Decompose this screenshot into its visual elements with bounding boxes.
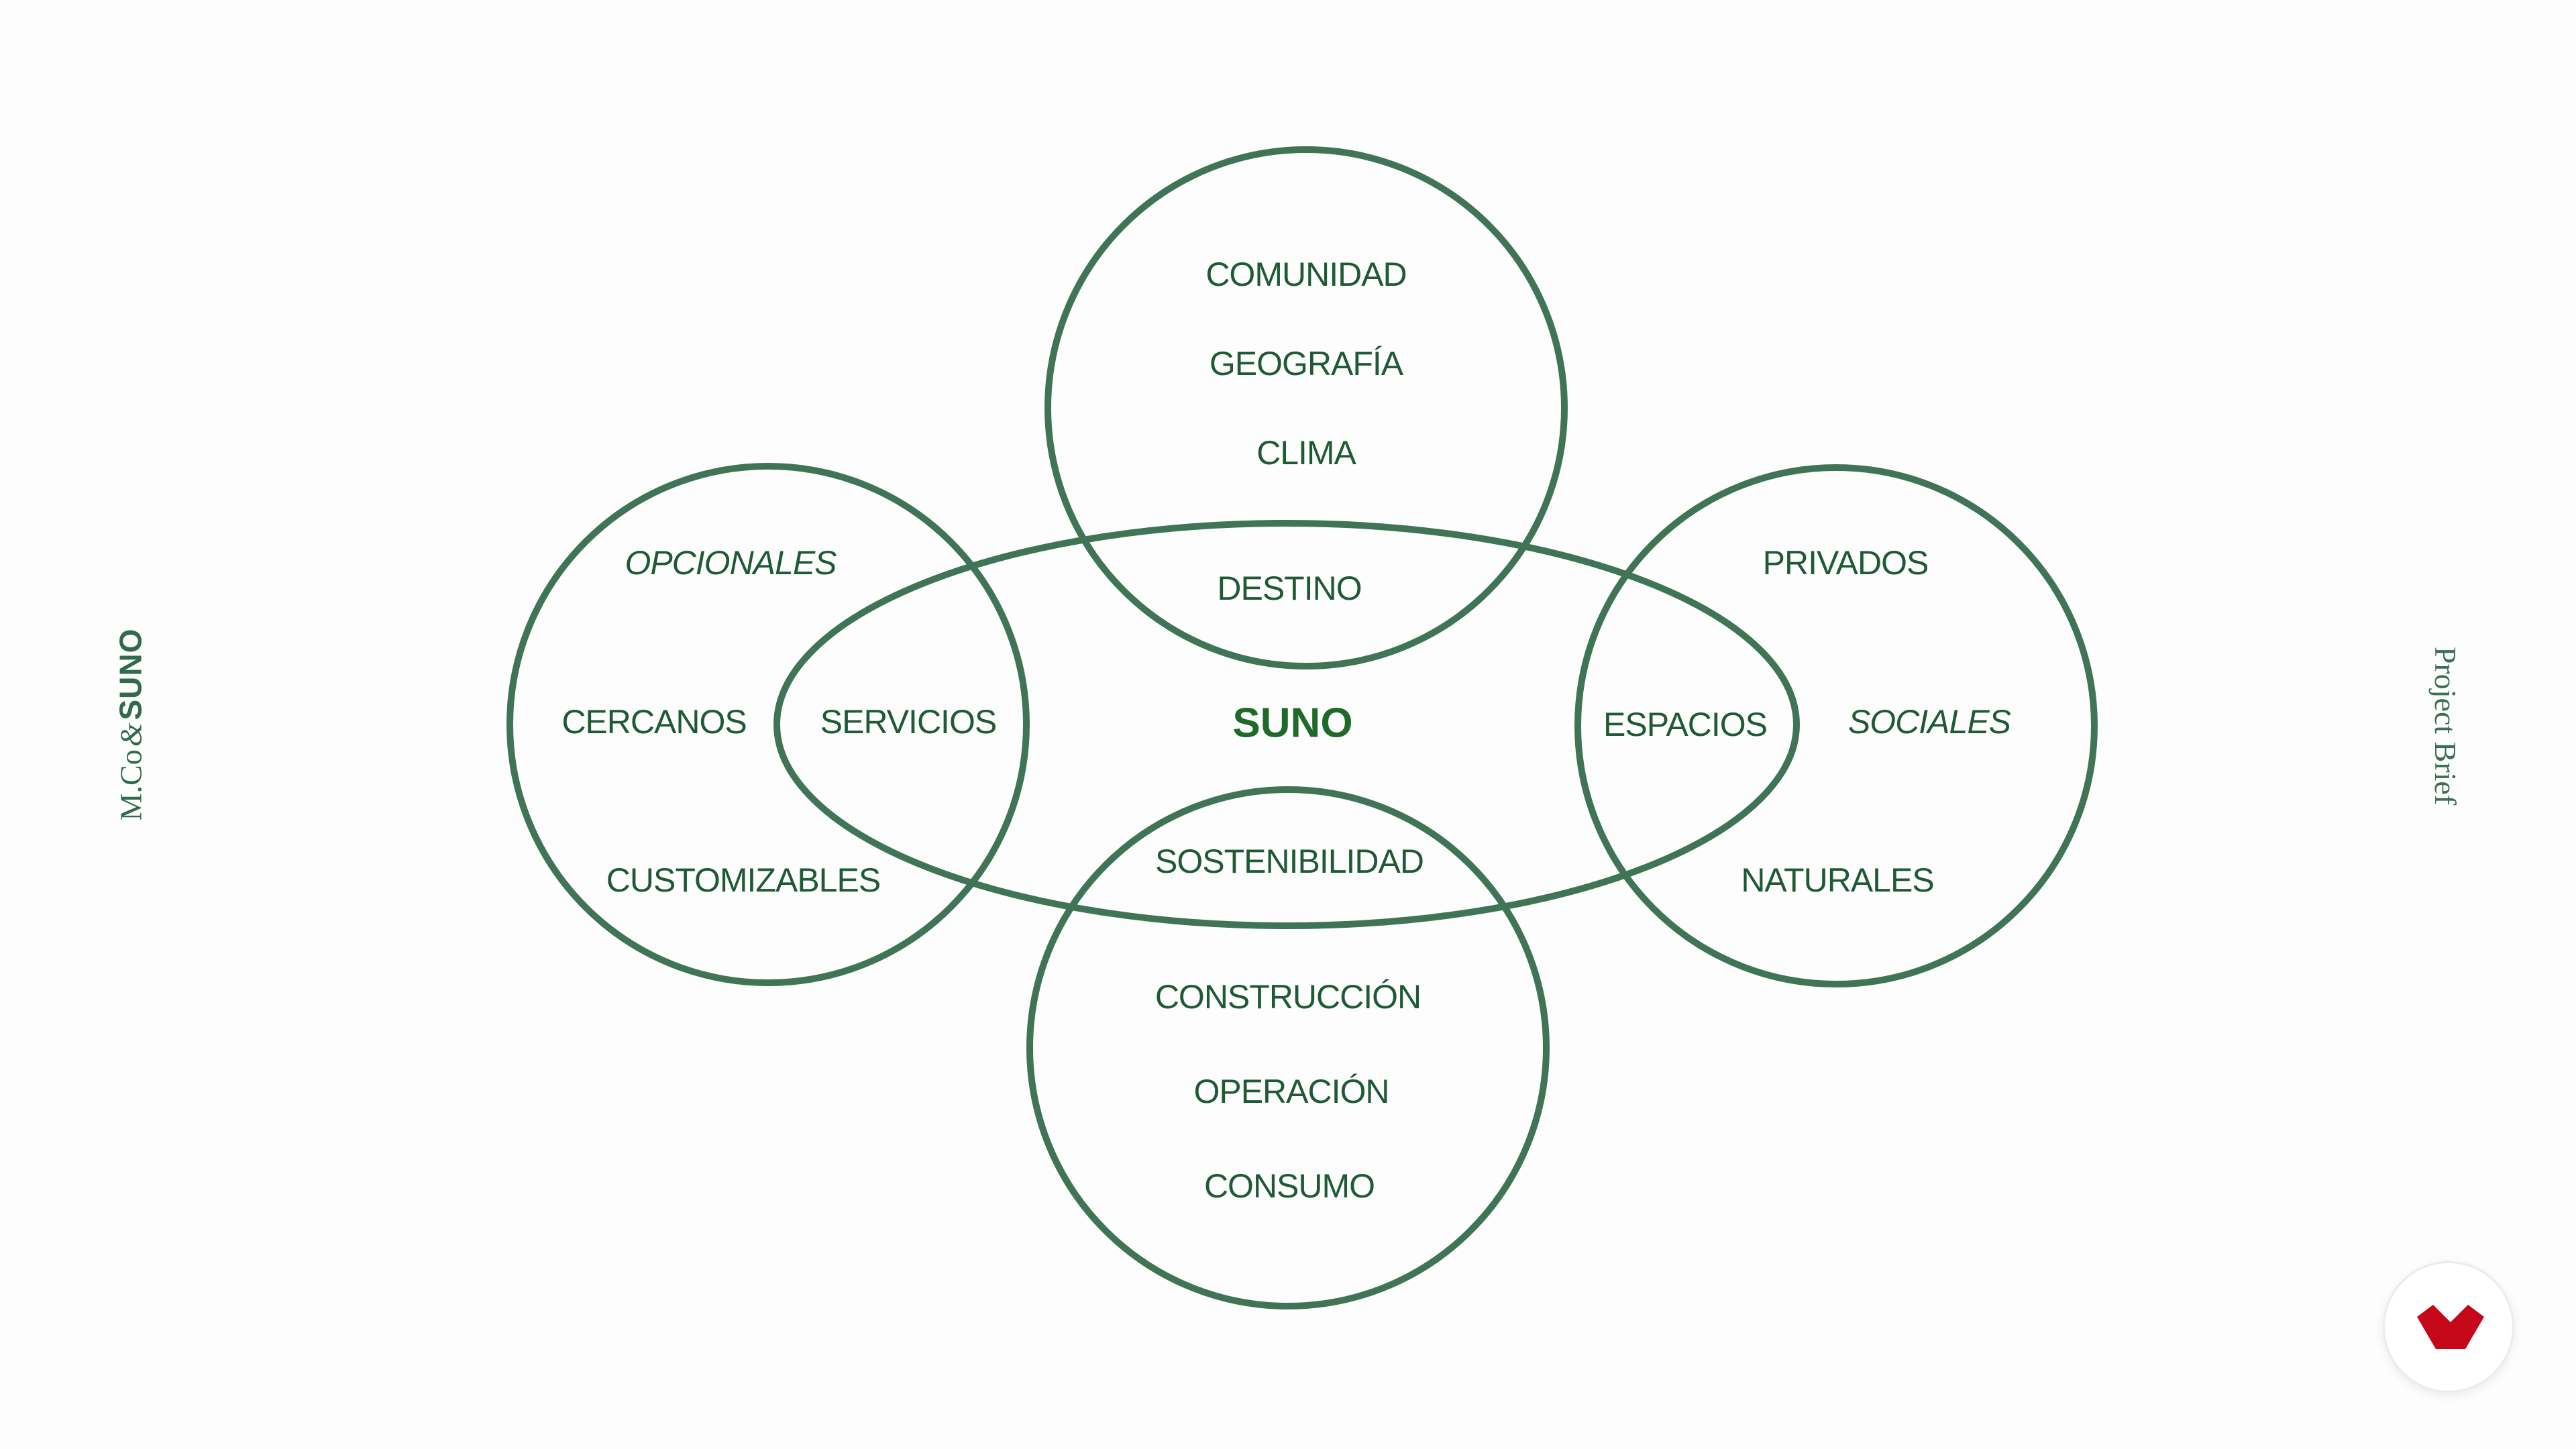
- top-item-3: CLIMA: [1256, 434, 1356, 472]
- top-item-2: GEOGRAFÍA: [1210, 345, 1404, 382]
- center-label: SUNO: [1232, 700, 1352, 746]
- right-bottom-item: NATURALES: [1741, 861, 1933, 899]
- logo-button[interactable]: [2383, 1261, 2514, 1393]
- right-circle: [1574, 464, 2098, 987]
- bottom-item-1: CONSTRUCCIÓN: [1155, 978, 1421, 1016]
- brand-vertical-left: M.Co&SUNO: [113, 628, 148, 821]
- top-item-1: COMUNIDAD: [1205, 256, 1406, 293]
- right-middle-item: SOCIALES: [1848, 703, 2011, 741]
- left-overlap-label: SERVICIOS: [820, 703, 996, 741]
- top-circle: [1044, 146, 1568, 669]
- project-brief-label: Project Brief: [2428, 646, 2463, 806]
- left-top-item: OPCIONALES: [625, 544, 837, 582]
- bottom-item-2: OPERACIÓN: [1193, 1073, 1389, 1110]
- right-top-item: PRIVADOS: [1763, 544, 1929, 582]
- brand-ampersand: &: [113, 722, 148, 747]
- left-circle: [506, 463, 1030, 986]
- bottom-overlap-label: SOSTENIBILIDAD: [1155, 843, 1424, 880]
- right-overlap-label: ESPACIOS: [1603, 706, 1767, 743]
- left-bottom-item: CUSTOMIZABLES: [606, 861, 880, 899]
- brand-suno: SUNO: [113, 628, 148, 720]
- red-chevron-logo-icon: [2417, 1305, 2484, 1349]
- left-middle-item: CERCANOS: [561, 703, 746, 741]
- center-ellipse: [773, 520, 1800, 929]
- bottom-circle: [1026, 786, 1550, 1309]
- top-overlap-label: DESTINO: [1217, 570, 1361, 607]
- brand-mco: M.Co: [113, 749, 148, 821]
- bottom-item-3: CONSUMO: [1204, 1167, 1375, 1205]
